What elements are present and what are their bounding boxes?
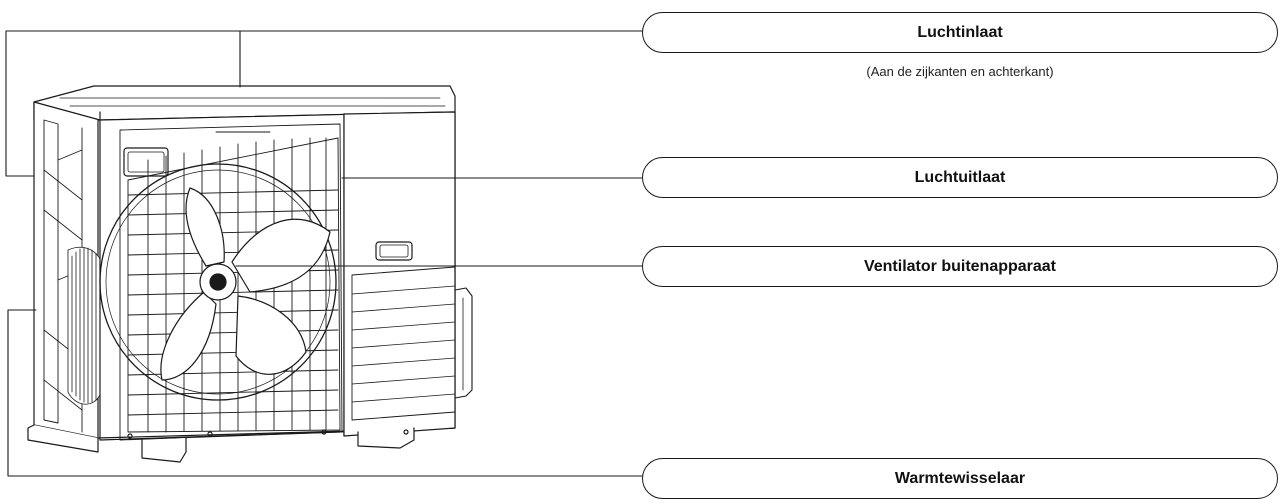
heat-exchanger-label: Warmtewisselaar [894, 469, 1026, 487]
outdoor-fan [99, 163, 337, 401]
air-outlet-label: Luchtuitlaat [914, 168, 1006, 186]
air-inlet-label-box: Luchtinlaat [642, 12, 1278, 53]
air-outlet-label-box: Luchtuitlaat [642, 157, 1278, 198]
heat-exchanger-fins [67, 246, 106, 405]
leader-lines [5, 30, 643, 477]
feet [127, 427, 415, 463]
air-inlet-note: (Aan de zijkanten en achterkant) [866, 64, 1054, 79]
fan-label: Ventilator buitenapparaat [863, 257, 1057, 275]
heat-exchanger-label-box: Warmtewisselaar [642, 458, 1278, 499]
air-inlet-label: Luchtinlaat [917, 23, 1003, 41]
right-side-panel [343, 111, 473, 437]
fan-label-box: Ventilator buitenapparaat [642, 246, 1278, 287]
